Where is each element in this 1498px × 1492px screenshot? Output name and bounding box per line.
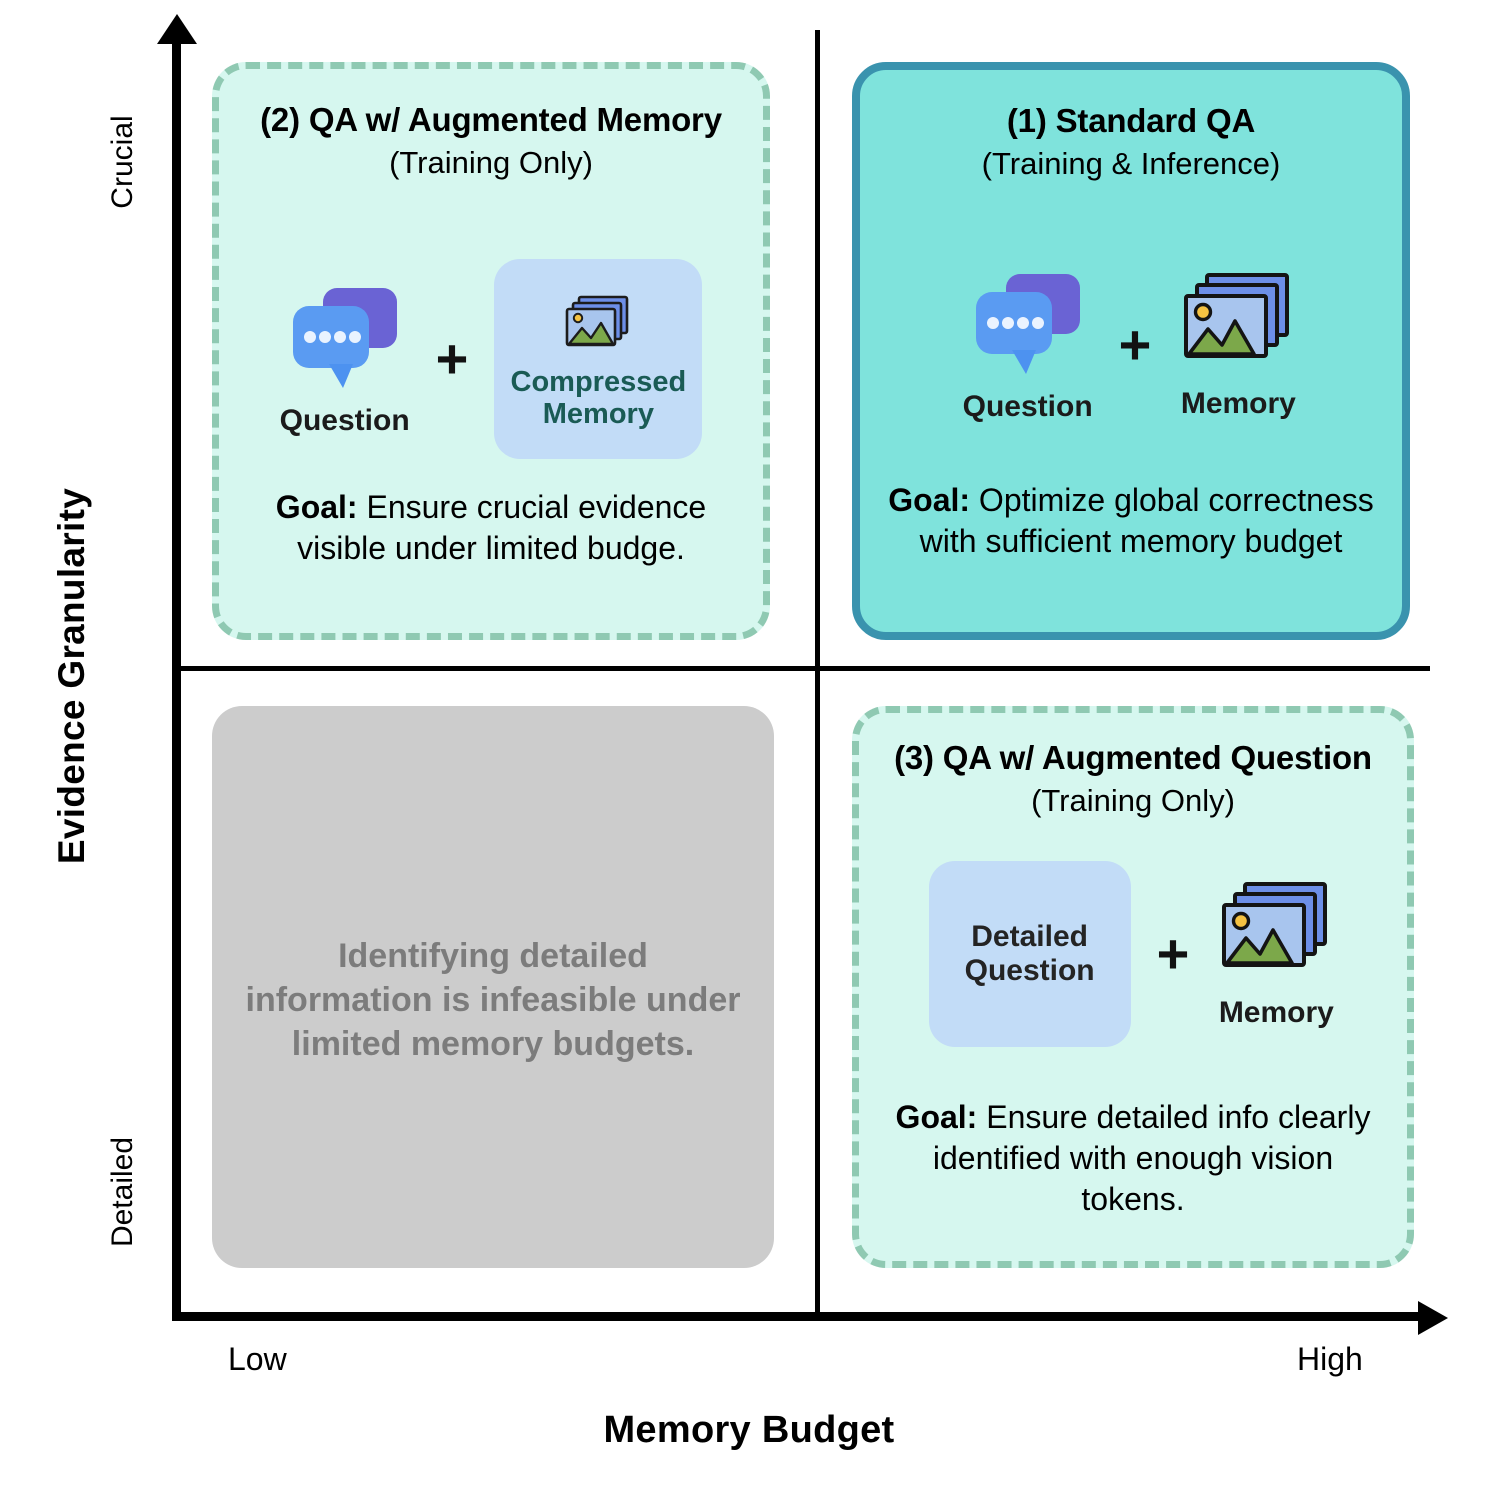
chip-detailed-question: Detailed Question — [928, 861, 1131, 1047]
quadrant-text-q4: Identifying detailed information is infe… — [245, 937, 741, 1064]
y-axis-line — [172, 30, 181, 1321]
quadrant-card-augmented-memory: (2) QA w/ Augmented Memory (Training Onl… — [212, 62, 770, 640]
quadrant-goal-q1: Goal: Optimize global correctness with s… — [882, 480, 1380, 562]
chat-bubbles-icon — [968, 266, 1088, 378]
plus-operator-q2: + — [435, 327, 469, 390]
item-label-question: Question — [962, 390, 1093, 423]
x-axis-tick-low: Low — [228, 1341, 287, 1377]
plus-operator-q3: + — [1156, 922, 1190, 985]
y-axis-arrow-icon — [157, 14, 197, 44]
x-axis-arrow-icon — [1418, 1301, 1448, 1335]
quadrant-items-q2: Question + Compressed — [219, 259, 763, 459]
quadrant-subtitle-q2: (Training Only) — [389, 144, 593, 180]
chat-bubbles-icon — [285, 280, 405, 392]
quadrant-horizontal-divider — [176, 666, 1430, 671]
quadrant-title-q1: (1) Standard QA — [1006, 102, 1256, 139]
item-label-question: Question — [279, 404, 410, 438]
quadrant-items-q1: Question + Memory — [860, 266, 1402, 424]
item-question: Question — [963, 266, 1093, 424]
item-label-memory: Memory — [1180, 387, 1296, 420]
x-axis-tick-high: High — [1297, 1341, 1363, 1377]
y-axis-tick-crucial: Crucial — [106, 115, 139, 209]
chip-compressed-memory: Compressed Memory — [494, 259, 703, 459]
goal-text-q3: Ensure detailed info clearly identified … — [932, 1099, 1371, 1217]
item-label-memory: Memory — [1218, 996, 1334, 1030]
plus-operator-q1: + — [1118, 312, 1152, 376]
quadrant-goal-q3: Goal: Ensure detailed info clearly ident… — [881, 1097, 1385, 1220]
item-memory: Memory — [1177, 269, 1299, 421]
goal-prefix-q1: Goal: — [888, 482, 971, 518]
goal-prefix-q2: Goal: — [275, 489, 358, 525]
image-stack-small-icon — [561, 292, 635, 356]
quadrant-card-infeasible: Identifying detailed information is infe… — [212, 706, 774, 1268]
image-stack-icon — [1215, 878, 1337, 984]
quadrant-subtitle-q3: (Training Only) — [1031, 782, 1235, 818]
quadrant-items-q3: Detailed Question + — [859, 861, 1407, 1047]
goal-prefix-q3: Goal: — [895, 1099, 978, 1135]
goal-text-q2: Ensure crucial evidence visible under li… — [297, 489, 707, 566]
item-memory: Memory — [1215, 878, 1337, 1030]
y-axis-label: Evidence Granularity — [51, 487, 92, 865]
item-question: Question — [280, 280, 410, 438]
quadrant-card-standard-qa: (1) Standard QA (Training & Inference) Q… — [852, 62, 1410, 640]
quadrant-title-q3: (3) QA w/ Augmented Question — [894, 739, 1372, 776]
y-axis-tick-detailed: Detailed — [106, 1136, 139, 1248]
x-axis-label: Memory Budget — [603, 1409, 895, 1451]
quadrant-vertical-divider — [815, 30, 820, 1315]
quadrant-card-augmented-question: (3) QA w/ Augmented Question (Training O… — [852, 706, 1414, 1268]
goal-text-q1: Optimize global correctness with suffici… — [919, 482, 1374, 559]
item-label-compressed-memory: Compressed Memory — [510, 365, 687, 430]
quadrant-title-q2: (2) QA w/ Augmented Memory — [260, 101, 722, 138]
x-axis-line — [172, 1312, 1430, 1321]
quadrant-goal-q2: Goal: Ensure crucial evidence visible un… — [241, 487, 741, 569]
item-label-detailed-question: Detailed Question — [964, 920, 1095, 987]
quadrant-subtitle-q1: (Training & Inference) — [981, 145, 1281, 181]
image-stack-icon — [1177, 269, 1299, 375]
